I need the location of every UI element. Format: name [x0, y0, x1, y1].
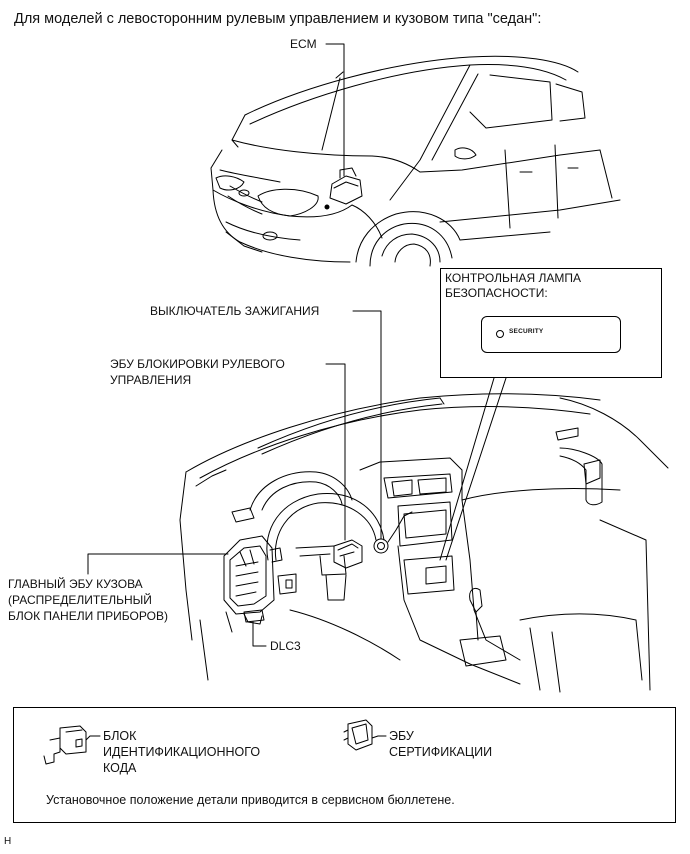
ecm-label: ECM: [290, 37, 317, 51]
certification-ecu-label-line2: СЕРТИФИКАЦИИ: [389, 745, 493, 759]
security-lamp-title-line2: БЕЗОПАСНОСТИ:: [445, 286, 548, 300]
id-code-box-icon: [43, 725, 101, 765]
security-led-icon: [496, 330, 504, 338]
security-lamp-inset: КОНТРОЛЬНАЯ ЛАМПА БЕЗОПАСНОСТИ: SECURITY: [440, 268, 662, 378]
security-lamp-title: КОНТРОЛЬНАЯ ЛАМПА БЕЗОПАСНОСТИ:: [445, 271, 581, 301]
main-body-ecu-label-line1: ГЛАВНЫЙ ЭБУ КУЗОВА: [8, 577, 143, 591]
certification-ecu-label-line1: ЭБУ: [389, 729, 414, 743]
id-code-box-label-line3: КОДА: [103, 761, 137, 775]
main-body-ecu-label-line3: БЛОК ПАНЕЛИ ПРИБОРОВ): [8, 609, 168, 623]
certification-ecu-icon: [343, 719, 387, 751]
car-illustration: [210, 43, 621, 267]
ignition-switch-label: ВЫКЛЮЧАТЕЛЬ ЗАЖИГАНИЯ: [150, 304, 320, 318]
security-indicator-text: SECURITY: [509, 328, 544, 335]
leader-lines: [87, 310, 507, 647]
id-code-box-label-line1: БЛОК: [103, 729, 137, 743]
dashboard-illustration: [179, 393, 669, 693]
legend-box: БЛОК ИДЕНТИФИКАЦИОННОГО КОДА ЭБУ СЕРТИФИ…: [13, 707, 676, 823]
steering-lock-ecu-label-line2: УПРАВЛЕНИЯ: [110, 373, 192, 387]
security-lamp-title-line1: КОНТРОЛЬНАЯ ЛАМПА: [445, 271, 582, 285]
id-code-box-label-line2: ИДЕНТИФИКАЦИОННОГО: [103, 745, 261, 759]
diagram-caption: Для моделей с левосторонним рулевым упра…: [14, 11, 542, 27]
security-indicator-panel: SECURITY: [481, 316, 621, 353]
steering-lock-ecu-label-line1: ЭБУ БЛОКИРОВКИ РУЛЕВОГО: [110, 357, 285, 371]
legend-note: Установочное положение детали приводится…: [46, 793, 455, 807]
dlc3-label: DLC3: [270, 639, 301, 653]
main-body-ecu-label-line2: (РАСПРЕДЕЛИТЕЛЬНЫЙ: [8, 593, 152, 607]
footer-mark: H: [4, 836, 12, 847]
